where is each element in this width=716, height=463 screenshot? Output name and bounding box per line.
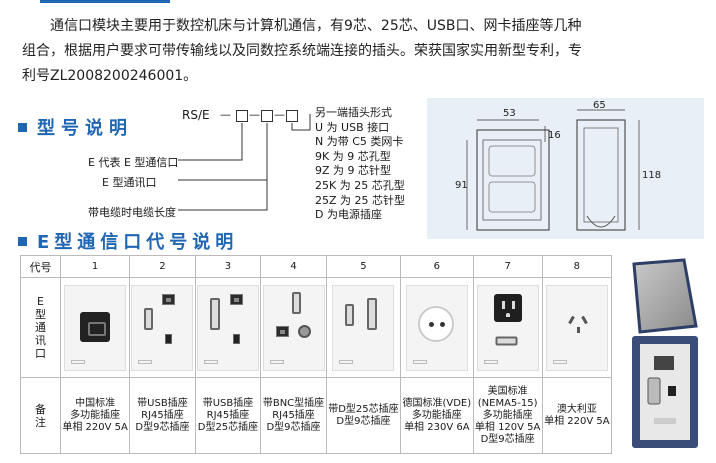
section-title-model: 型号说明 (18, 114, 133, 140)
code-cell: 4 (260, 255, 327, 278)
port-image-row: E型通讯口 (20, 277, 613, 378)
product-photo (632, 258, 698, 448)
rj45-icon (229, 293, 243, 305)
plug-option: 9K 为 9 芯孔型 (315, 149, 391, 163)
note-cell: 中国标准多功能插座单相 220V 5A (59, 377, 131, 454)
label-e-code: E 代表 E 型通信口 (88, 156, 179, 169)
panel-4 (262, 284, 325, 371)
db25-icon (367, 297, 378, 330)
model-prefix: RS/E (182, 108, 210, 122)
usb-icon (232, 333, 240, 344)
code-header-row: 代号 1 2 3 4 5 6 7 8 (20, 255, 613, 278)
intro-line-3: 利号ZL2008200246001。 (22, 68, 198, 84)
intro-paragraph: 通信口模块主要用于数控机床与计算机通信，有9芯、25芯、USB口、网卡插座等几种… (22, 14, 702, 89)
intro-line-1: 通信口模块主要用于数控机床与计算机通信，有9芯、25芯、USB口、网卡插座等几种 (50, 18, 582, 34)
model-dash-1: — (220, 108, 231, 121)
note-cell: 德国标准(VDE)多功能插座单相 230V 6A (400, 377, 474, 454)
plug-option: 9Z 为 9 芯针型 (315, 164, 392, 178)
technical-drawing-svg: 53 16 91 65 118 (455, 100, 661, 231)
australian-socket-icon (570, 316, 586, 334)
code-box-2 (261, 110, 273, 122)
code-cell: 6 (400, 255, 474, 278)
db9-icon (345, 303, 355, 326)
panel-7 (476, 284, 539, 371)
note-cell: 澳大利亚单相 220V 5A (541, 377, 613, 454)
db9-icon (291, 291, 301, 314)
port-row-label: E型通讯口 (35, 295, 46, 360)
schuko-socket-icon (417, 305, 454, 342)
dim-118: 118 (642, 170, 661, 181)
code-row-label: 代号 (20, 255, 61, 278)
section-title-text: E型通信口代号说明 (37, 232, 239, 253)
code-cell: 8 (541, 255, 613, 278)
dim-65: 65 (593, 100, 606, 111)
plug-option-list: 另一端插头形式 U 为 USB 接口 N 为带 C5 类网卡 9K 为 9 芯孔… (315, 106, 405, 223)
code-cell: 1 (59, 255, 131, 278)
code-box-1 (236, 110, 248, 122)
model-code-diagram: RS/E — — — E 代表 E 型通信口 E 型通讯口 带电缆时电缆长度 另… (60, 100, 430, 230)
rj45-icon (162, 293, 176, 305)
panel-6 (405, 284, 468, 371)
db9-icon (144, 307, 154, 330)
db9-icon (495, 336, 518, 345)
plug-option: 25K 为 25 芯孔型 (315, 178, 405, 192)
rj45-icon (275, 325, 289, 337)
model-code-lines (178, 114, 311, 211)
plug-option: 另一端插头形式 (315, 106, 392, 119)
bnc-icon (297, 324, 311, 338)
section-title-codes: E型通信口代号说明 (18, 228, 238, 254)
intro-line-2: 组合，根据用户要求可带传输线以及同数控系统端连接的插头。荣获国家实用新型专利，专 (22, 43, 582, 59)
square-bullet-icon (18, 236, 27, 246)
panel-2 (131, 284, 194, 371)
top-accent-bar (0, 0, 716, 6)
plug-option: N 为带 C5 类网卡 (315, 135, 404, 149)
code-cell: 2 (129, 255, 196, 278)
label-e-port: E 型通讯口 (102, 176, 157, 189)
model-dash-2: — (249, 108, 260, 121)
section-title-text: 型号说明 (37, 118, 133, 139)
usb-icon (165, 333, 173, 344)
plug-option: U 为 USB 接口 (315, 120, 390, 134)
model-dash-3: — (274, 108, 285, 121)
db25-icon (209, 297, 220, 330)
universal-socket-icon (80, 311, 111, 342)
dim-53: 53 (503, 108, 516, 119)
plug-option: 25Z 为 25 芯针型 (315, 193, 406, 207)
dim-16: 16 (548, 130, 561, 141)
code-cell: 5 (325, 255, 402, 278)
panel-3 (196, 284, 259, 371)
code-box-3 (286, 110, 298, 122)
dim-91: 91 (455, 180, 468, 191)
dimension-drawing: 53 16 91 65 118 (427, 98, 704, 239)
label-cable-length: 带电缆时电缆长度 (88, 206, 176, 219)
panel-8 (545, 284, 608, 371)
nema-socket-icon (493, 293, 522, 322)
panel-5 (332, 284, 395, 371)
code-cell: 3 (194, 255, 262, 278)
plug-option: D 为电源插座 (315, 208, 382, 222)
panel-1 (64, 284, 127, 371)
square-bullet-icon (18, 122, 27, 132)
code-cell: 7 (472, 255, 543, 278)
note-row-label: 备注 (35, 402, 46, 429)
code-table: 代号 1 2 3 4 5 6 7 8 E型通讯口 (20, 255, 613, 454)
